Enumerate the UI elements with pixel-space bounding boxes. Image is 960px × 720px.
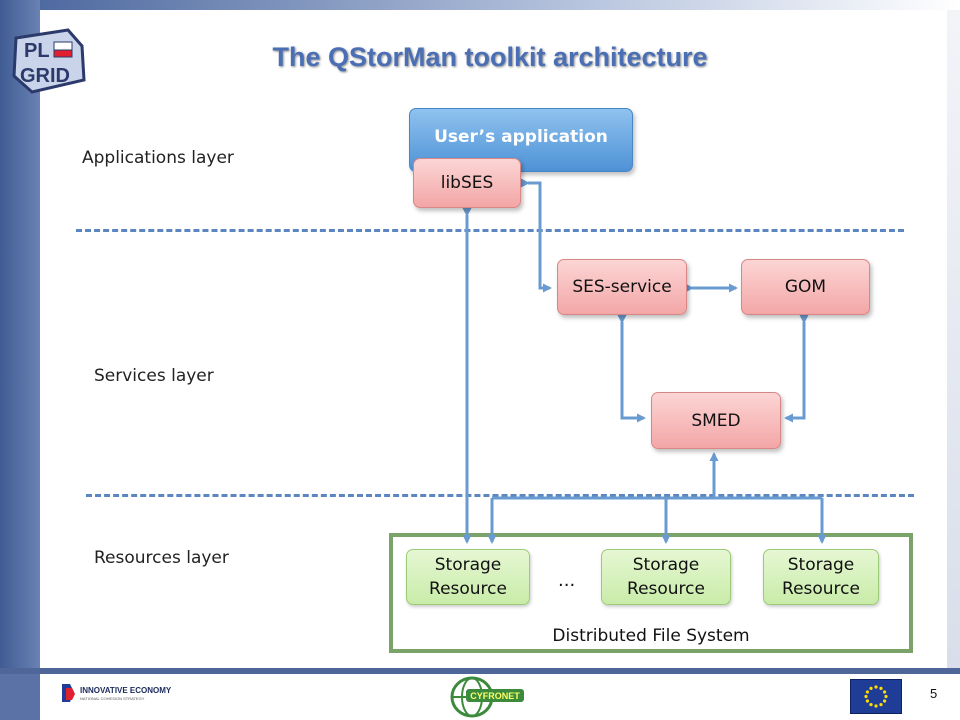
logo-text-line2: GRID bbox=[20, 65, 70, 87]
storage-resource-box-2: Storage Resource bbox=[601, 549, 731, 605]
slide-number: 5 bbox=[930, 686, 938, 701]
innovative-economy-subtext: NATIONAL COHESION STRATEGY bbox=[80, 696, 145, 701]
page-title: The QStorMan toolkit architecture bbox=[272, 42, 708, 72]
storage-resource-line1: Storage bbox=[434, 555, 502, 575]
gom-box: GOM bbox=[741, 259, 870, 315]
storage-resource-line2: Resource bbox=[429, 579, 507, 599]
distributed-file-system-label: Distributed File System bbox=[552, 626, 750, 646]
innovative-economy-text: INNOVATIVE ECONOMY bbox=[80, 686, 172, 695]
bottom-decor-band bbox=[0, 668, 960, 674]
plgrid-logo: PL GRID bbox=[12, 28, 86, 94]
innovative-economy-logo bbox=[62, 684, 75, 702]
services-layer-label: Services layer bbox=[94, 366, 214, 386]
layer-separator-bottom bbox=[86, 494, 914, 497]
logo-text-line1: PL bbox=[24, 40, 50, 62]
storage-resource-line1: Storage bbox=[787, 555, 855, 575]
users-application-box: User’s application bbox=[409, 108, 633, 172]
smed-box: SMED bbox=[651, 392, 781, 449]
cyfronet-logo: CYFRONET bbox=[450, 676, 524, 718]
storage-resource-box-3: Storage Resource bbox=[763, 549, 879, 605]
footer-left-strip bbox=[0, 674, 40, 720]
top-decor-band bbox=[40, 0, 960, 10]
applications-layer-label: Applications layer bbox=[82, 148, 234, 168]
storage-resource-line2: Resource bbox=[627, 579, 705, 599]
storage-ellipsis: ... bbox=[558, 570, 576, 591]
resources-layer-label: Resources layer bbox=[94, 548, 229, 568]
storage-resource-box-1: Storage Resource bbox=[406, 549, 530, 605]
left-decor-band bbox=[0, 0, 40, 668]
eu-flag-icon bbox=[850, 679, 902, 714]
ses-service-box: SES-service bbox=[557, 259, 687, 315]
arrow-libses-ses-service bbox=[521, 178, 552, 293]
arrow-gom-smed bbox=[784, 315, 809, 423]
storage-resource-line1: Storage bbox=[632, 555, 700, 575]
storage-resource-line2: Resource bbox=[782, 579, 860, 599]
arrow-ses-service-smed bbox=[617, 315, 646, 423]
cyfronet-text: CYFRONET bbox=[470, 691, 520, 701]
layer-separator-top bbox=[76, 229, 904, 232]
right-decor-band bbox=[947, 10, 960, 668]
libses-box: libSES bbox=[413, 158, 521, 208]
